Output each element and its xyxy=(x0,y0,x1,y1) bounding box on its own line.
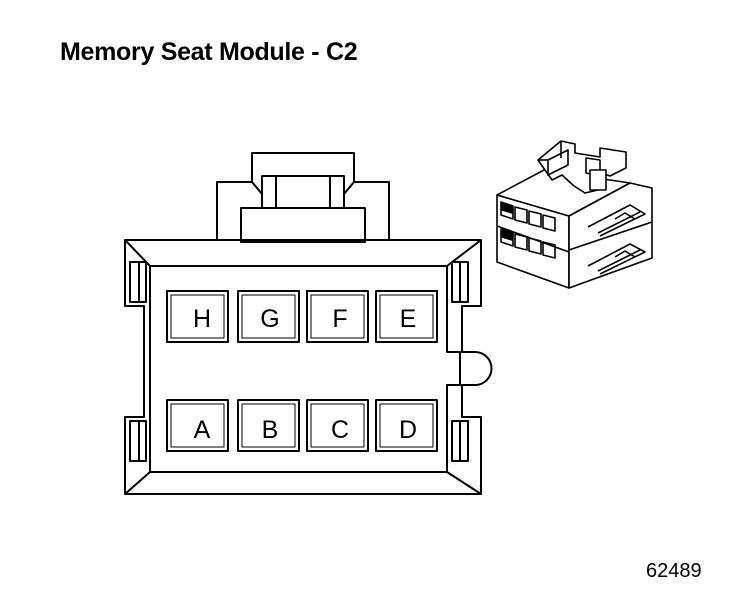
pin-cavity-f xyxy=(306,290,369,343)
pin-cavity-g xyxy=(237,290,300,343)
pin-label-c: C xyxy=(331,416,349,444)
diagram-title: Memory Seat Module - C2 xyxy=(60,38,358,66)
pin-cavity-c xyxy=(306,399,369,452)
pin-cavity-b xyxy=(237,399,300,452)
pin-label-h: H xyxy=(193,305,211,333)
pin-cavity-a xyxy=(166,399,229,452)
pin-label-e: E xyxy=(400,305,417,333)
pin-cavity-d xyxy=(375,399,438,452)
pin-label-a: A xyxy=(194,416,211,444)
figure-number: 62489 xyxy=(646,560,702,582)
connector-latch xyxy=(216,152,390,243)
pin-label-f: F xyxy=(332,305,347,333)
pin-label-g: G xyxy=(260,305,279,333)
pin-label-b: B xyxy=(262,416,279,444)
pin-label-d: D xyxy=(399,416,417,444)
connector-3d-view xyxy=(496,140,653,289)
connector-housing xyxy=(124,239,493,495)
pin-cavity-e xyxy=(375,290,438,343)
pin-cavity-h xyxy=(166,290,229,343)
